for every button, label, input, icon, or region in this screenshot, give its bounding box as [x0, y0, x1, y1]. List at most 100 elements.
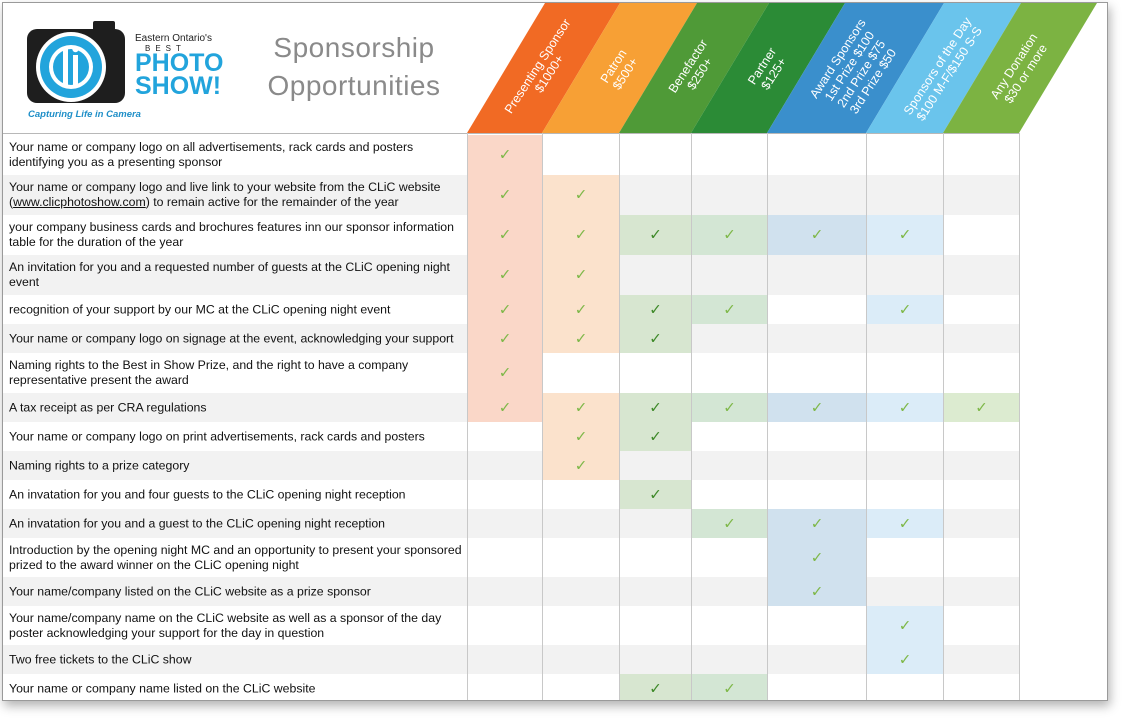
table-row: ✓ Two free tickets to the CLiC show	[3, 645, 1019, 674]
tier-cell-2: ✓	[543, 451, 619, 480]
benefit-description: Your name or company name listed on the …	[9, 681, 464, 696]
checkmark-icon: ✓	[810, 582, 824, 600]
tier-cell-3: ✓	[620, 480, 691, 509]
checkmark-icon: ✓	[649, 427, 662, 445]
table-row: ✓Your name or company logo on all advert…	[3, 135, 1019, 175]
benefit-text: your company business cards and brochure…	[9, 220, 454, 249]
tier-cell-1: ✓	[468, 255, 542, 295]
table-row: ✓ Your name/company name on the CLiC webs…	[3, 606, 1019, 645]
checkmark-icon: ✓	[498, 185, 512, 204]
benefit-description: recognition of your support by our MC at…	[9, 302, 464, 317]
checkmark-icon: ✓	[810, 225, 824, 244]
column-divider	[943, 133, 944, 700]
tier-cell-6: ✓	[867, 393, 943, 422]
tier-header-band-5	[767, 3, 944, 133]
tier-header-band-2	[542, 3, 697, 133]
checkmark-icon: ✓	[574, 300, 588, 318]
tier-cell-5: ✓	[768, 393, 866, 422]
tier-cell-2: ✓	[543, 295, 619, 324]
tier-cell-2: ✓	[543, 393, 619, 422]
page-title-line-2: Opportunities	[267, 70, 441, 101]
benefit-description: Your name or company logo and live link …	[9, 180, 464, 210]
checkmark-icon: ✓	[498, 363, 512, 382]
checkmark-icon: ✓	[649, 485, 662, 503]
tier-cell-4: ✓	[692, 674, 767, 700]
tier-cell-6: ✓	[867, 606, 943, 645]
benefit-description: Your name/company listed on the CLiC web…	[9, 584, 464, 599]
benefit-text: Naming rights to the Best in Show Prize,…	[9, 358, 409, 387]
table-row: ✓ ✓ ✓ ✓ ✓ recognition of your support by our …	[3, 295, 1019, 324]
tier-cell-7: ✓	[944, 393, 1019, 422]
benefit-text: Your name or company logo on all adverti…	[9, 140, 414, 169]
tier-cell-2: ✓	[543, 215, 619, 255]
checkmark-icon: ✓	[498, 225, 512, 244]
column-divider	[767, 133, 768, 700]
benefit-text: Your name or company logo on print adver…	[9, 429, 425, 443]
tier-cell-5: ✓	[768, 509, 866, 538]
checkmark-icon: ✓	[574, 456, 588, 474]
table-row: ✓✓✓✓✓✓✓A tax receipt as per CRA regulati…	[3, 393, 1019, 422]
benefit-description: Naming rights to the Best in Show Prize,…	[9, 358, 464, 388]
tier-header-band-7	[943, 3, 1097, 133]
checkmark-icon: ✓	[898, 398, 912, 416]
benefit-description: Naming rights to a prize category	[9, 458, 464, 473]
checkmark-icon: ✓	[723, 225, 736, 244]
table-row: ✓ Naming rights to a prize category	[3, 451, 1019, 480]
checkmark-icon: ✓	[898, 650, 912, 668]
benefit-text: Introduction by the opening night MC and…	[9, 542, 462, 572]
tier-header-band-6	[866, 3, 1021, 133]
logo-line-1: Eastern Ontario's	[135, 33, 212, 44]
tier-cell-4: ✓	[692, 509, 767, 538]
tier-cell-2: ✓	[543, 255, 619, 295]
benefit-text: An invatation for you and a guest to the…	[9, 516, 385, 530]
checkmark-icon: ✓	[810, 514, 824, 532]
checkmark-icon: ✓	[723, 300, 736, 318]
checkmark-icon: ✓	[975, 398, 988, 416]
tier-header-band-3	[619, 3, 769, 133]
benefit-description: Two free tickets to the CLiC show	[9, 652, 464, 667]
checkmark-icon: ✓	[898, 300, 912, 318]
table-row: ✓ ✓ Your name or company logo on print adv…	[3, 422, 1019, 451]
column-divider	[691, 133, 692, 700]
column-divider	[866, 133, 867, 700]
benefit-text: Your name or company logo on signage at …	[9, 331, 454, 345]
checkmark-icon: ✓	[723, 514, 736, 532]
benefit-description: Your name or company logo on all adverti…	[9, 140, 464, 170]
benefit-text: A tax receipt as per CRA regulations	[9, 400, 207, 414]
tier-cell-3: ✓	[620, 324, 691, 353]
column-divider	[619, 133, 620, 700]
sponsorship-sheet: Eastern Ontario's BEST PHOTO SHOW! Captu…	[2, 2, 1108, 701]
benefit-text-after: ) to remain active for the remainder of …	[145, 195, 399, 209]
benefits-table: ✓ Your name or company logo on all advert…	[3, 133, 1107, 700]
benefit-text: Naming rights to a prize category	[9, 458, 190, 472]
tier-cell-1: ✓	[468, 215, 542, 255]
checkmark-icon: ✓	[574, 225, 588, 244]
website-link[interactable]: www.clicphotoshow.com	[13, 195, 146, 209]
page-title: Sponsorship Opportunities	[239, 29, 469, 105]
benefit-text: Your name/company name on the CLiC websi…	[9, 610, 442, 640]
checkmark-icon: ✓	[498, 265, 512, 284]
checkmark-icon: ✓	[574, 265, 588, 284]
checkmark-icon: ✓	[649, 225, 662, 244]
checkmark-icon: ✓	[898, 616, 912, 634]
tier-cell-6: ✓	[867, 645, 943, 674]
tier-cell-3: ✓	[620, 393, 691, 422]
benefit-text: An invatation for you and four guests to…	[9, 487, 406, 501]
tier-header-bands: Presenting Sponsor$1000+Patron$500+Benef…	[467, 3, 1097, 133]
tier-cell-5: ✓	[768, 215, 866, 255]
tier-cell-1: ✓	[468, 295, 542, 324]
tier-cell-3: ✓	[620, 295, 691, 324]
tier-cell-3: ✓	[620, 674, 691, 700]
checkmark-icon: ✓	[498, 329, 512, 347]
benefit-text: Your name/company listed on the CLiC web…	[9, 584, 371, 598]
page-title-line-1: Sponsorship	[273, 32, 435, 63]
tier-cell-5: ✓	[768, 538, 866, 577]
benefit-description: An invatation for you and a guest to the…	[9, 516, 464, 531]
checkmark-icon: ✓	[574, 185, 588, 204]
checkmark-icon: ✓	[898, 225, 912, 244]
tier-cell-6: ✓	[867, 215, 943, 255]
tier-cell-5: ✓	[768, 577, 866, 606]
checkmark-icon: ✓	[723, 679, 736, 697]
checkmark-icon: ✓	[574, 427, 588, 445]
benefit-text: recognition of your support by our MC at…	[9, 302, 391, 316]
